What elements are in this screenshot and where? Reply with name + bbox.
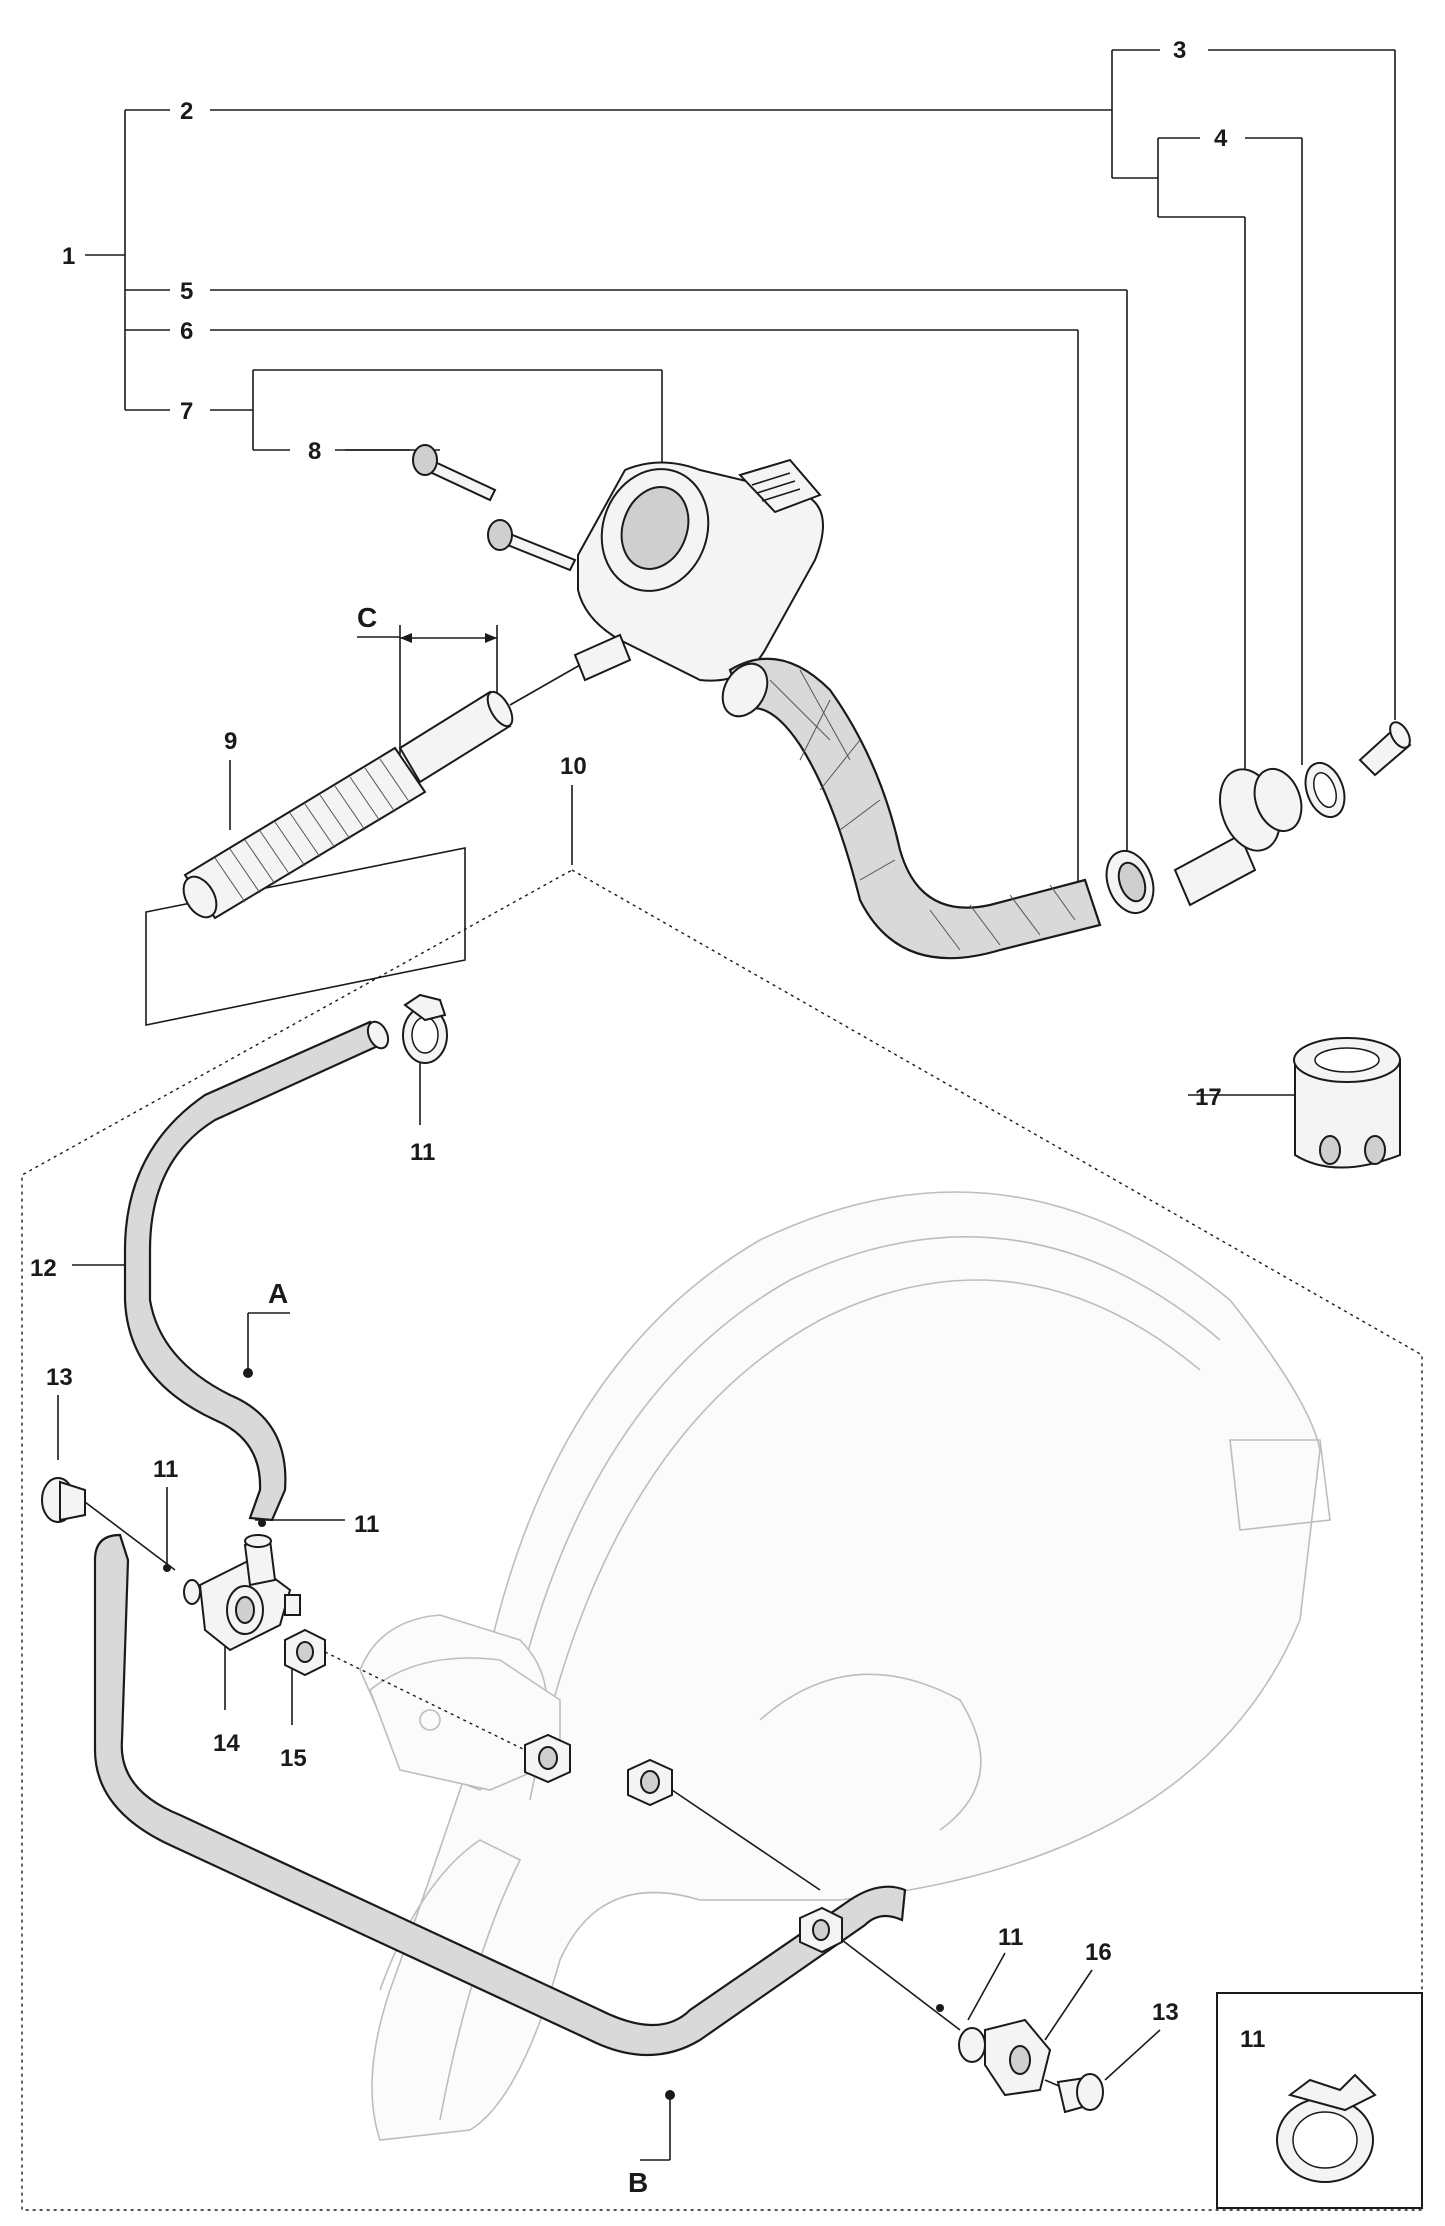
callout-17: 17 (1195, 1084, 1222, 1111)
marker-a-dot (243, 1368, 253, 1378)
callout-12: 12 (30, 1255, 57, 1282)
nut-left (284, 1628, 326, 1677)
letter-b: B (628, 2167, 648, 2198)
callout-15-left: 15 (280, 1745, 307, 1772)
hose-top (123, 1020, 382, 1522)
callout-16: 16 (1085, 1939, 1112, 1966)
callout-9: 9 (224, 728, 237, 755)
callout-5: 5 (180, 278, 193, 305)
tee-dot (258, 1519, 266, 1527)
leader-tree (85, 49, 1396, 900)
letter-c: C (357, 602, 377, 633)
inset-box: 11 (1216, 1992, 1423, 2209)
spring-hose (182, 664, 581, 920)
callout-11-left: 11 (153, 1456, 178, 1483)
tee-fitting (183, 1534, 301, 1652)
screw-pair (412, 444, 577, 572)
callout-4: 4 (1214, 125, 1228, 152)
callout-11-right: 11 (998, 1924, 1023, 1951)
callout-1: 1 (62, 243, 75, 270)
cap-right (1056, 2073, 1104, 2114)
callout-11-top: 11 (410, 1139, 435, 1166)
coupling-sleeve (1293, 1037, 1401, 1169)
inset-callout-11: 11 (1240, 2026, 1265, 2053)
marker-b-dot (665, 2090, 675, 2100)
valve-body (573, 458, 824, 682)
braided-hose (721, 657, 1102, 960)
callout-11-tee: 11 (354, 1511, 379, 1538)
guard-mount (324, 1651, 571, 1791)
callout-7: 7 (180, 398, 193, 425)
left-clip-dot (163, 1564, 171, 1572)
nut-right-guard (627, 1758, 821, 1891)
callout-14: 14 (213, 1730, 240, 1757)
callout-13-left: 13 (46, 1364, 73, 1391)
hose-clip-top (402, 993, 448, 1064)
cap-left (41, 1477, 176, 1571)
quick-coupling-parts (1105, 721, 1412, 914)
right-clip-dot (936, 2004, 944, 2012)
hose-bottom (93, 1533, 907, 2056)
hose-top-end (366, 1020, 390, 1050)
item-9-reference-box (145, 847, 466, 1026)
callout-6: 6 (180, 318, 193, 345)
callout-13-right: 13 (1152, 1999, 1179, 2026)
dimension-c (357, 625, 498, 755)
callout-8: 8 (308, 438, 321, 465)
callout-10: 10 (560, 753, 587, 780)
hose-clip-icon (1276, 2073, 1377, 2183)
callout-2: 2 (180, 98, 193, 125)
nut-right (799, 1906, 961, 2031)
callout-3: 3 (1173, 37, 1186, 64)
letter-a: A (268, 1278, 288, 1309)
